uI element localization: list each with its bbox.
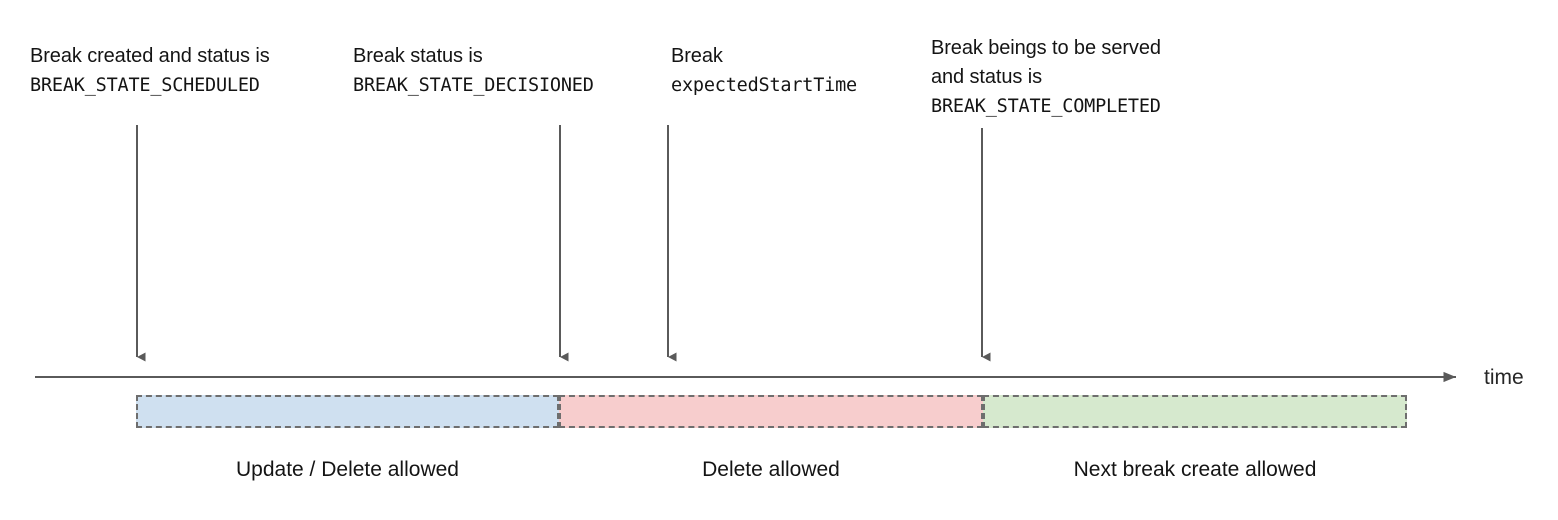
annotation-line-2: expectedStartTime	[671, 75, 857, 96]
phase-bar-delete-only	[559, 395, 983, 428]
annotation-line-3: BREAK_STATE_COMPLETED	[931, 96, 1161, 117]
time-axis-label: time	[1484, 366, 1524, 389]
annotation-line-2: BREAK_STATE_SCHEDULED	[30, 75, 260, 96]
annotation-line-2: and status is	[931, 66, 1042, 88]
phase-bar-next-break-create	[983, 395, 1407, 428]
annotation-break-completed: Break beings to be served and status is …	[931, 34, 1161, 121]
annotation-break-expected-start: Break expectedStartTime	[671, 42, 857, 100]
phase-caption-next-break-create: Next break create allowed	[1073, 458, 1317, 481]
annotation-break-created: Break created and status is BREAK_STATE_…	[30, 42, 270, 100]
annotation-line-1: Break	[671, 45, 723, 67]
annotation-line-1: Break beings to be served	[931, 37, 1161, 59]
annotation-break-decisioned: Break status is BREAK_STATE_DECISIONED	[353, 42, 594, 100]
phase-caption-update-delete: Update / Delete allowed	[236, 458, 459, 481]
annotation-line-1: Break status is	[353, 45, 483, 67]
annotation-line-1: Break created and status is	[30, 45, 270, 67]
phase-caption-delete-only: Delete allowed	[702, 458, 840, 481]
annotation-line-2: BREAK_STATE_DECISIONED	[353, 75, 594, 96]
phase-bar-update-delete	[136, 395, 559, 428]
